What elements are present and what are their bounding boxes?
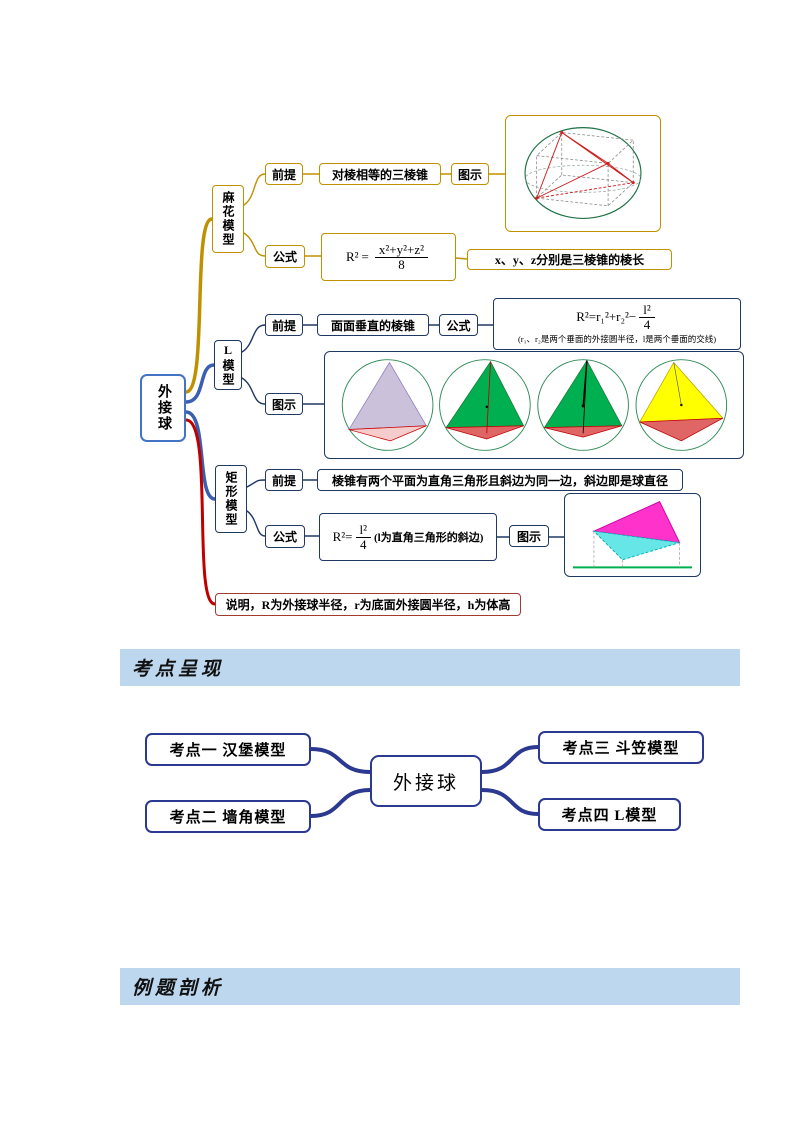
- mahua-illustration-tag-label: 图示: [457, 167, 482, 182]
- section-header-kaodian: 考点呈现: [120, 649, 740, 686]
- branch-node-lmodel: L模型: [214, 340, 242, 390]
- rectangle-model-drawing: [572, 501, 693, 569]
- topic-node-4-label: 考点四 L模型: [561, 808, 658, 824]
- lmodel-formula-numerator: l²: [639, 303, 655, 318]
- rectangle-formula-box: R²= l² 4 (l为直角三角形的斜边): [319, 513, 497, 561]
- rectangle-illustration-tag: 图示: [509, 525, 549, 547]
- lmodel-premise-tag: 前提: [265, 314, 303, 336]
- mahua-formula-eq: =: [361, 249, 369, 264]
- mahua-premise-text: 对棱相等的三棱锥: [319, 163, 441, 185]
- lmodel-premise-text: 面面垂直的棱锥: [317, 314, 429, 336]
- lmodel-formula-line: R²=r₁²+r₂²− l² 4: [576, 303, 658, 331]
- lmodel-formula-note: (r₁、r₂是两个垂面的外接圆半径，l是两个垂面的交线): [517, 334, 717, 345]
- mahua-premise-text-label: 对棱相等的三棱锥: [331, 167, 428, 182]
- rectangle-formula-pre: R²=: [332, 529, 353, 544]
- mahua-formula-tag: 公式: [265, 245, 305, 268]
- topic-node-1-label: 考点一 汉堡模型: [169, 743, 287, 759]
- lmodel-formula-tag-label: 公式: [446, 318, 471, 333]
- root-node-label: 外接球: [156, 384, 171, 432]
- topic-node-2: 考点二 墙角模型: [145, 800, 311, 833]
- section-header-kaodian-label: 考点呈现: [132, 659, 225, 680]
- lmodel-circles-drawing: [341, 359, 728, 451]
- lmodel-premise-text-label: 面面垂直的棱锥: [330, 318, 415, 333]
- lmodel-formula-denominator: 4: [643, 316, 651, 332]
- rectangle-formula-denominator: 4: [360, 536, 367, 552]
- mahua-formula-denominator: 8: [398, 256, 405, 272]
- lmodel-illustration-tag-label: 图示: [271, 397, 296, 412]
- topic-node-4: 考点四 L模型: [538, 798, 681, 831]
- rectangle-premise-text-label: 棱锥有两个平面为直角三角形且斜边为同一边，斜边即是球直径: [331, 473, 668, 488]
- rectangle-premise-text: 棱锥有两个平面为直角三角形且斜边为同一边，斜边即是球直径: [317, 469, 683, 491]
- rectangle-illustration-tag-label: 图示: [516, 529, 541, 544]
- topic-node-3-label: 考点三 斗笠模型: [562, 741, 680, 757]
- lmodel-formula-tag: 公式: [439, 314, 478, 336]
- lmodel-illustration-tag: 图示: [265, 393, 303, 415]
- rectangle-model-illustration: [564, 493, 701, 577]
- lmodel-formula-fraction: l² 4: [639, 303, 655, 331]
- lmodel-formula-pre: R²=r₁²+r₂²−: [576, 309, 637, 324]
- branch-node-lmodel-label: L模型: [221, 343, 235, 387]
- mahua-formula-box: R² = x²+y²+z² 8: [321, 233, 456, 281]
- branch-node-rectangle-label: 矩形模型: [224, 471, 238, 527]
- sphere-tetrahedron-drawing: [524, 127, 642, 219]
- mahua-premise-tag: 前提: [265, 163, 303, 185]
- mahua-formula-numerator: x²+y²+z²: [374, 243, 429, 258]
- rectangle-premise-tag-label: 前提: [271, 473, 296, 488]
- mahua-formula-tag-label: 公式: [272, 250, 297, 264]
- mahua-edge-note: x、y、z分别是三棱锥的棱长: [467, 249, 672, 270]
- lmodel-premise-tag-label: 前提: [271, 318, 296, 333]
- branch-node-mahua: 麻花模型: [212, 185, 244, 253]
- lmodel-formula-box: R²=r₁²+r₂²− l² 4 (r₁、r₂是两个垂面的外接圆半径，l是两个垂…: [493, 298, 741, 350]
- branch-node-mahua-label: 麻花模型: [221, 191, 235, 247]
- center-node-waijieqiu-label: 外接球: [392, 772, 459, 794]
- mahua-premise-tag-label: 前提: [271, 167, 296, 182]
- center-node-waijieqiu: 外接球: [370, 755, 482, 807]
- section-header-liti: 例题剖析: [120, 968, 740, 1005]
- rectangle-formula-fraction: l² 4: [355, 523, 372, 552]
- mahua-illustration-tag: 图示: [451, 163, 489, 185]
- rectangle-formula-tag: 公式: [265, 525, 305, 548]
- section-header-liti-label: 例题剖析: [132, 978, 225, 999]
- rectangle-formula-tag-label: 公式: [272, 530, 297, 544]
- mahua-formula-fraction: x²+y²+z² 8: [374, 243, 429, 272]
- rectangle-formula-suffix: (l为直角三角形的斜边): [374, 532, 484, 544]
- rectangle-formula-numerator: l²: [355, 523, 372, 538]
- topic-node-2-label: 考点二 墙角模型: [169, 810, 287, 826]
- branch-node-rectangle: 矩形模型: [215, 465, 247, 533]
- sphere-tetrahedron-illustration: [505, 115, 661, 232]
- topic-node-1: 考点一 汉堡模型: [145, 733, 311, 766]
- topic-node-3: 考点三 斗笠模型: [538, 731, 704, 764]
- lmodel-circles-illustration: [324, 351, 744, 459]
- mindmap-footnote: 说明，R为外接球半径，r为底面外接圆半径，h为体高: [215, 593, 521, 616]
- mahua-edge-note-label: x、y、z分别是三棱锥的棱长: [494, 253, 645, 267]
- root-node-waijieqiu: 外接球: [140, 374, 186, 442]
- mindmap-footnote-label: 说明，R为外接球半径，r为底面外接圆半径，h为体高: [225, 598, 511, 612]
- mahua-formula-lhs: R²: [345, 249, 359, 264]
- rectangle-premise-tag: 前提: [265, 469, 303, 491]
